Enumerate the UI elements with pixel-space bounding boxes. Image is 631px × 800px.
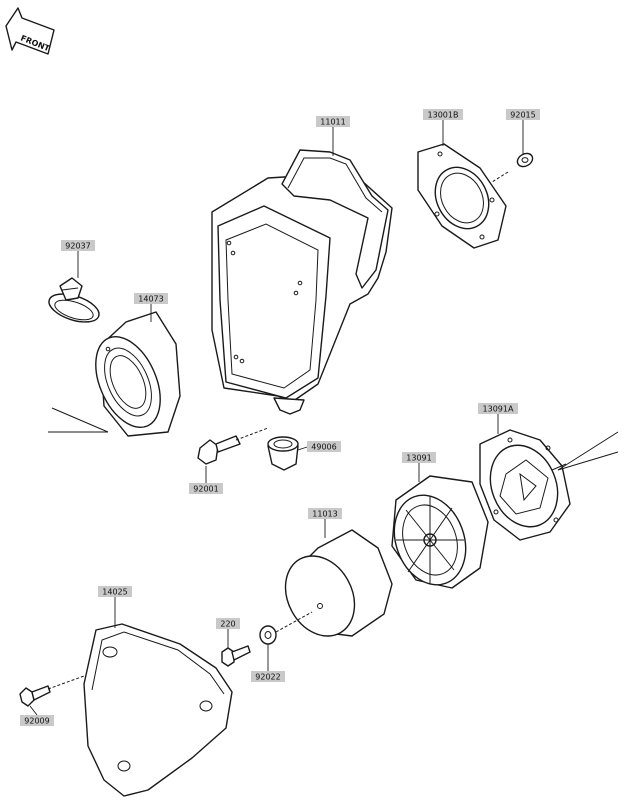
label-11011: 11011 <box>316 116 350 127</box>
clamp-92037 <box>48 277 100 323</box>
label-220: 220 <box>216 618 240 629</box>
label-92001: 92001 <box>189 483 223 494</box>
screw-92009 <box>19 675 85 707</box>
label-92015: 92015 <box>506 109 540 120</box>
washer-92022 <box>259 611 313 645</box>
label-14025: 14025 <box>98 586 132 597</box>
part-number: 92001 <box>193 485 218 494</box>
label-92037: 92037 <box>61 240 95 251</box>
cover-plate-13001b <box>417 143 507 249</box>
side-cover-14025 <box>83 623 233 797</box>
front-arrow-icon: FRONT <box>5 7 55 55</box>
drain-cap-49006 <box>267 436 299 471</box>
air-box-housing <box>211 149 393 415</box>
part-number: 11011 <box>320 118 345 127</box>
label-bg <box>506 109 540 120</box>
assembly-guide-lines <box>48 407 619 471</box>
part-number: 13001B <box>428 111 459 120</box>
label-bg <box>307 441 341 452</box>
label-14073: 14073 <box>134 293 168 304</box>
label-bg <box>251 671 285 682</box>
label-bg <box>216 618 240 629</box>
label-bg <box>98 586 132 597</box>
label-bg <box>423 109 463 120</box>
leader-lines <box>29 120 524 716</box>
duct-14073 <box>95 311 181 437</box>
part-number: 14073 <box>138 295 163 304</box>
bolt-92001 <box>197 435 241 465</box>
part-number: 92015 <box>510 111 535 120</box>
label-13091a: 13091A <box>478 403 518 414</box>
part-number: 13091 <box>406 454 431 463</box>
part-number: 11013 <box>312 510 337 519</box>
label-bg <box>402 452 436 463</box>
label-bg <box>189 483 223 494</box>
part-number: 92022 <box>255 673 280 682</box>
label-bg <box>478 403 518 414</box>
part-number: 14025 <box>102 588 127 597</box>
label-13091: 13091 <box>402 452 436 463</box>
label-bg <box>134 293 168 304</box>
label-92022: 92022 <box>251 671 285 682</box>
element-cage-13091 <box>391 475 489 589</box>
label-49006: 49006 <box>307 441 341 452</box>
part-number: 220 <box>220 620 235 629</box>
part-number: 13091A <box>483 405 514 414</box>
label-bg <box>308 508 342 519</box>
part-number: 92009 <box>24 717 49 726</box>
label-bg <box>61 240 95 251</box>
bolt-220 <box>221 645 251 667</box>
label-11013: 11013 <box>308 508 342 519</box>
air-filter-11013 <box>284 529 393 637</box>
part-number: 49006 <box>311 443 336 452</box>
label-92009: 92009 <box>20 715 54 726</box>
label-bg <box>20 715 54 726</box>
grommet-92015 <box>491 152 534 183</box>
label-13001b: 13001B <box>423 109 463 120</box>
label-bg <box>316 116 350 127</box>
part-number: 92037 <box>65 242 90 251</box>
plate-13091a <box>479 429 571 541</box>
